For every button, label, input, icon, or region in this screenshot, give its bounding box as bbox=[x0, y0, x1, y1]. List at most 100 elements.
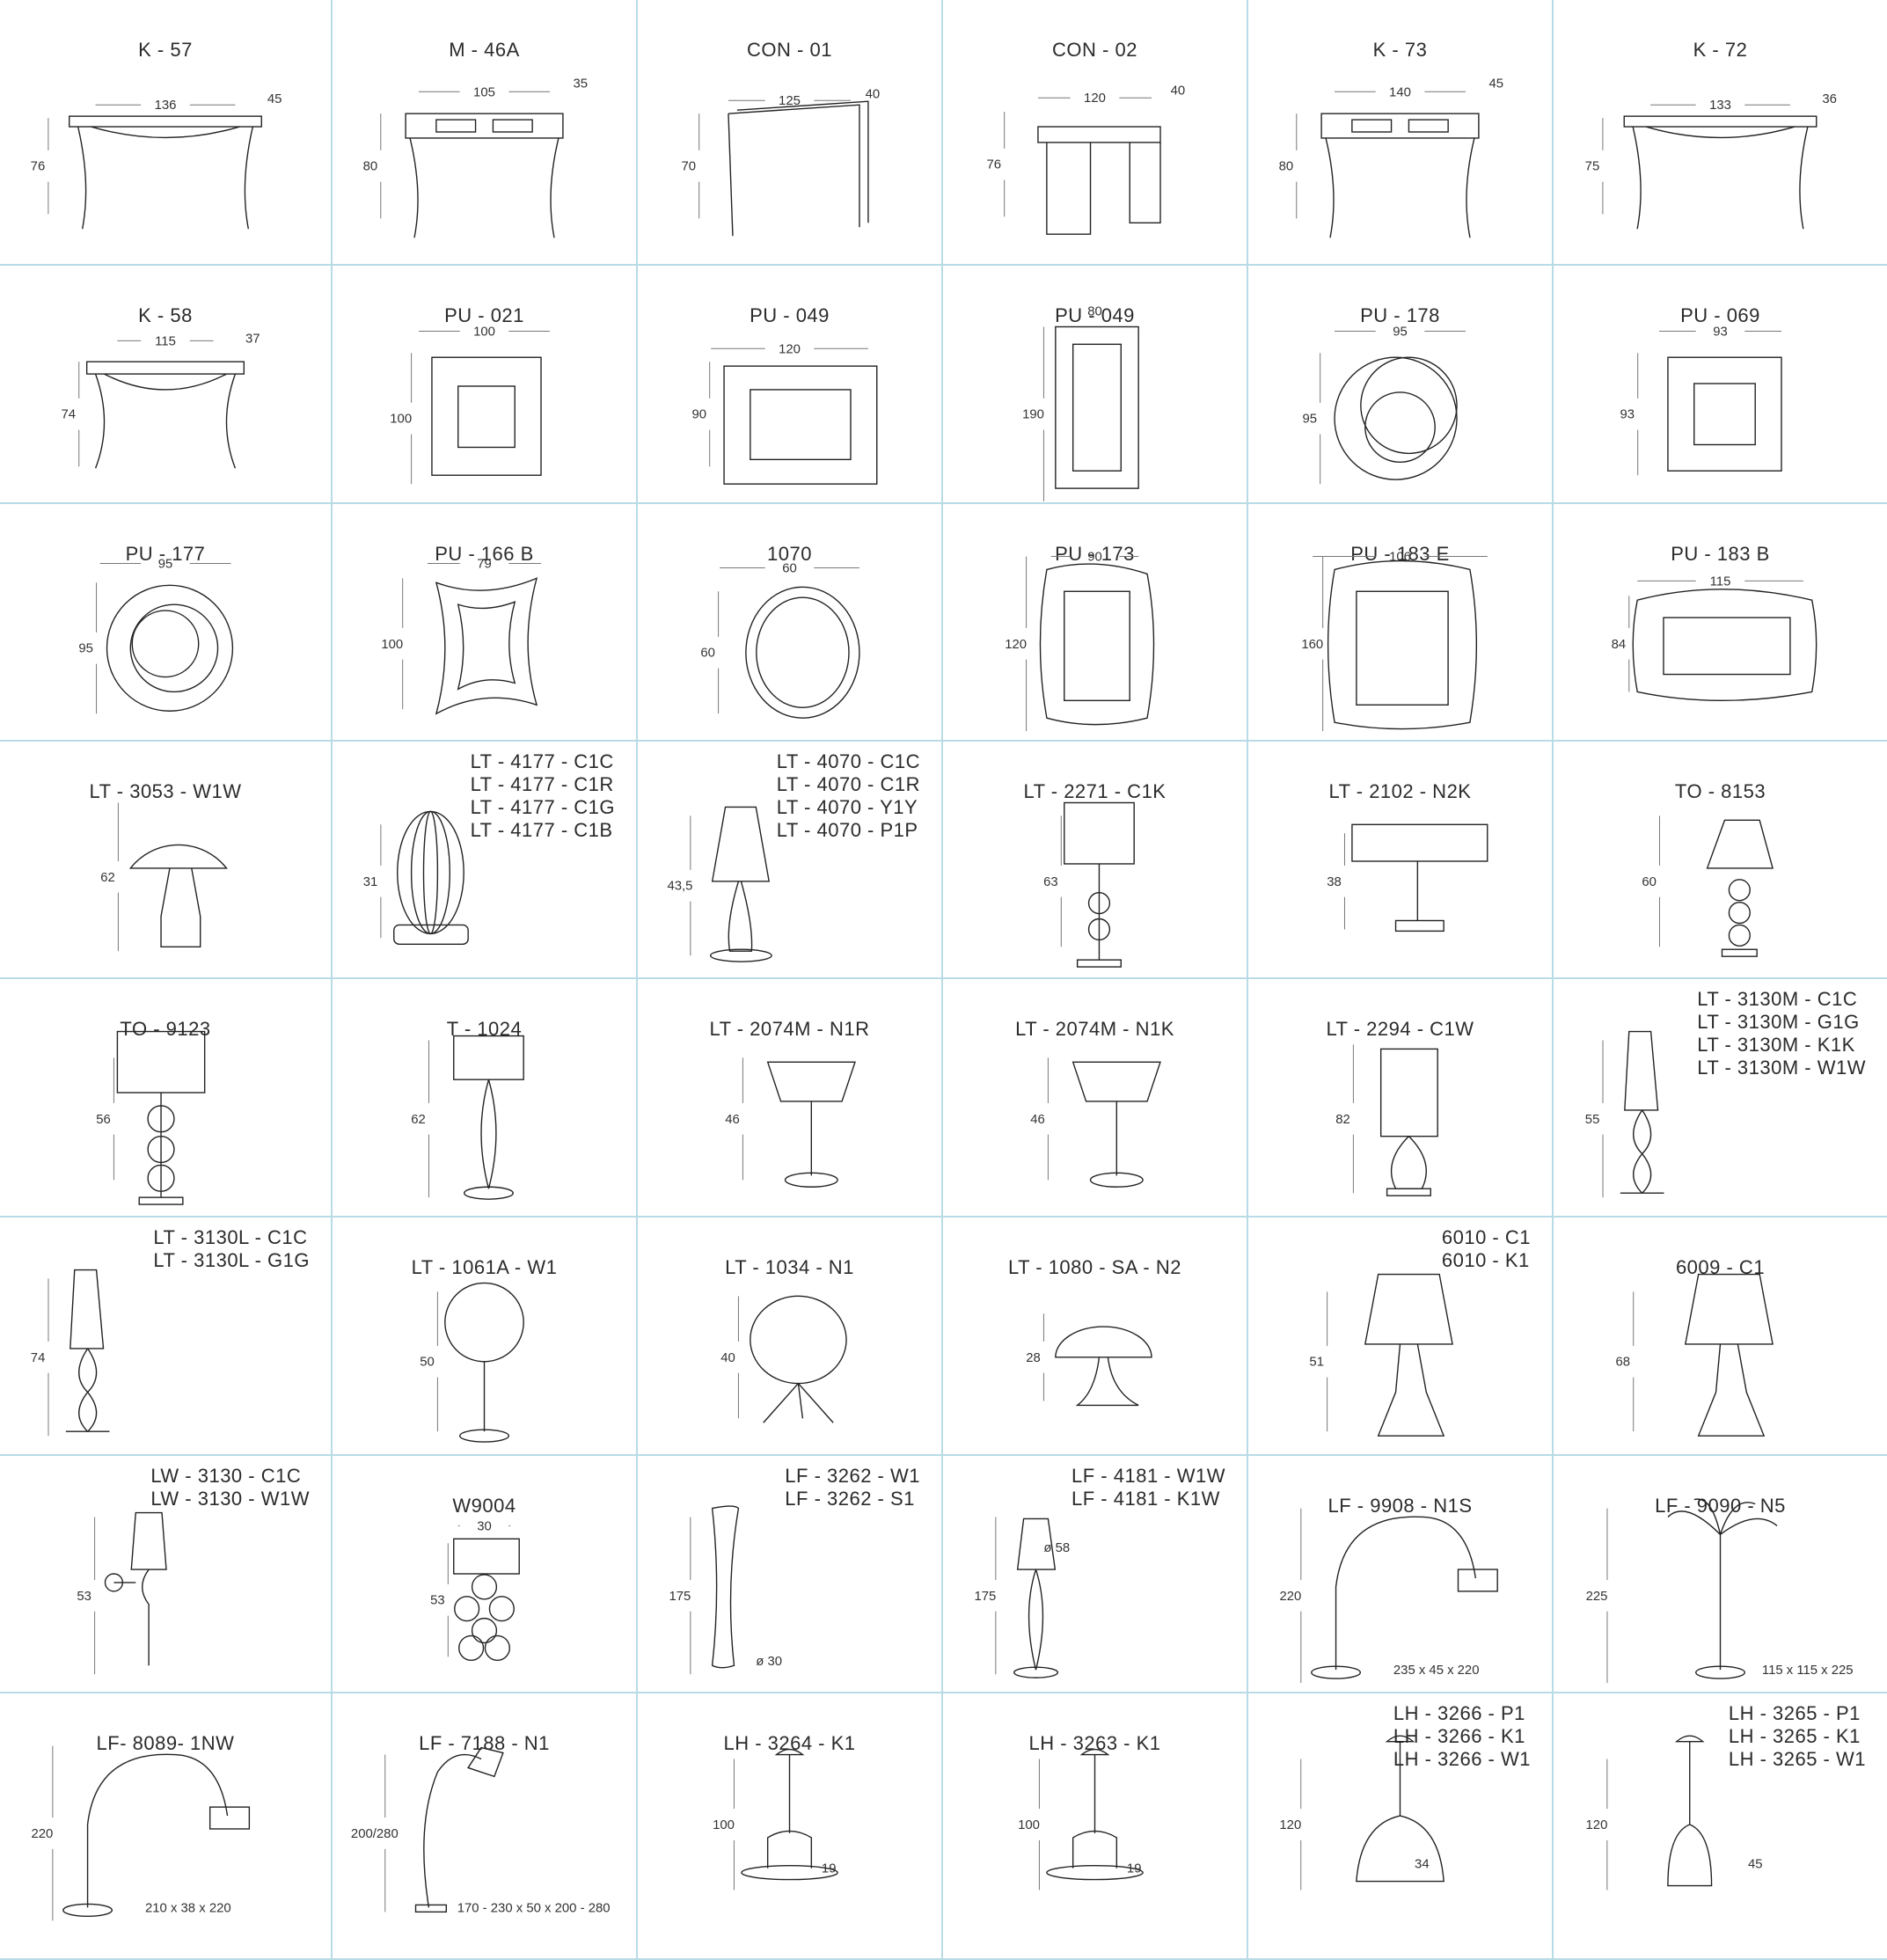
product-code: LT - 3130L - G1G bbox=[153, 1249, 310, 1271]
depth-dimension: 45 bbox=[267, 92, 282, 106]
tall-shade-lamp-icon: 74 bbox=[31, 1269, 110, 1437]
product-code: LT - 4177 - C1C bbox=[470, 750, 614, 772]
product-code: LH - 3264 - K1 bbox=[723, 1732, 856, 1754]
width-dimension: 93 bbox=[1713, 325, 1728, 339]
height-dimension: 175 bbox=[975, 1590, 997, 1604]
height-dimension: 76 bbox=[986, 158, 1001, 172]
product-code: PU - 173 bbox=[1055, 543, 1135, 565]
height-dimension: 190 bbox=[1022, 408, 1044, 422]
ball-stack-lamp-icon: 56 bbox=[96, 1030, 206, 1205]
tapered-lamp-icon: 46 bbox=[1030, 1057, 1161, 1188]
product-code: PU - 069 bbox=[1680, 304, 1760, 326]
height-dimension: 120 bbox=[1279, 1818, 1301, 1832]
product-code: LT - 4070 - Y1Y bbox=[776, 796, 918, 818]
product-code: LT - 2074M - N1R bbox=[709, 1018, 870, 1040]
product-code: LT - 1034 - N1 bbox=[725, 1256, 854, 1278]
height-dimension: 46 bbox=[1030, 1113, 1045, 1127]
wall-lamp-icon: 53 bbox=[77, 1511, 167, 1675]
height-dimension: 200/280 bbox=[351, 1827, 399, 1841]
product-code: 1070 bbox=[767, 543, 812, 565]
height-dimension: 68 bbox=[1616, 1356, 1631, 1370]
product-code: PU - 178 bbox=[1360, 304, 1440, 326]
width-dimension: 115 bbox=[1710, 574, 1731, 589]
height-dimension: 120 bbox=[1586, 1818, 1608, 1832]
height-dimension: 84 bbox=[1612, 638, 1627, 652]
product-code: M - 46A bbox=[449, 39, 520, 61]
width-dimension: 136 bbox=[155, 99, 177, 113]
product-code: LH - 3263 - K1 bbox=[1028, 1732, 1161, 1754]
product-code: CON - 02 bbox=[1052, 39, 1137, 61]
height-dimension: 225 bbox=[1586, 1590, 1608, 1604]
product-code: W9004 bbox=[452, 1495, 516, 1517]
width-dimension: 30 bbox=[477, 1519, 492, 1533]
height-dimension: 62 bbox=[411, 1113, 426, 1127]
height-dimension: 175 bbox=[669, 1590, 691, 1604]
size-dimension: 170 - 230 x 50 x 200 - 280 bbox=[457, 1901, 611, 1915]
height-dimension: 95 bbox=[78, 642, 93, 656]
product-code: TO - 8153 bbox=[1674, 780, 1766, 802]
product-code: 6010 - K1 bbox=[1441, 1249, 1530, 1271]
height-dimension: 50 bbox=[420, 1356, 435, 1370]
depth-dimension: 45 bbox=[1488, 77, 1503, 91]
width-dimension: 106 bbox=[1389, 551, 1411, 565]
product-code: LT - 2074M - N1K bbox=[1015, 1018, 1174, 1040]
product-code: K - 73 bbox=[1372, 39, 1428, 61]
product-code: LF - 9090 - N5 bbox=[1655, 1495, 1786, 1517]
product-cell: LT - 2074M - N1K 46 bbox=[943, 979, 1248, 1218]
width-dimension: 125 bbox=[779, 94, 801, 108]
globe-lamp-icon: 50 bbox=[420, 1282, 524, 1443]
product-code: 6010 - C1 bbox=[1441, 1226, 1531, 1248]
product-code: PU - 021 bbox=[444, 304, 524, 326]
height-dimension: 120 bbox=[1005, 638, 1027, 652]
height-dimension: 63 bbox=[1043, 875, 1058, 889]
height-dimension: 60 bbox=[1642, 875, 1657, 889]
height-dimension: 90 bbox=[691, 408, 706, 422]
height-dimension: 100 bbox=[1018, 1818, 1040, 1832]
size-dimension: 210 x 38 x 220 bbox=[145, 1901, 231, 1915]
height-dimension: 160 bbox=[1301, 638, 1323, 652]
height-dimension: 43,5 bbox=[667, 880, 692, 894]
product-code: LT - 3130L - C1C bbox=[153, 1226, 308, 1248]
depth-dimension: 40 bbox=[866, 87, 881, 101]
product-code: LT - 4177 - C1G bbox=[470, 796, 615, 818]
depth-dimension: 40 bbox=[1171, 84, 1186, 98]
height-dimension: 75 bbox=[1585, 160, 1600, 174]
product-code: LT - 4070 - C1R bbox=[776, 773, 920, 795]
depth-dimension: 35 bbox=[573, 77, 588, 91]
height-dimension: 74 bbox=[31, 1351, 46, 1365]
product-code: LT - 4177 - C1B bbox=[470, 819, 613, 841]
product-code: CON - 01 bbox=[747, 39, 832, 61]
